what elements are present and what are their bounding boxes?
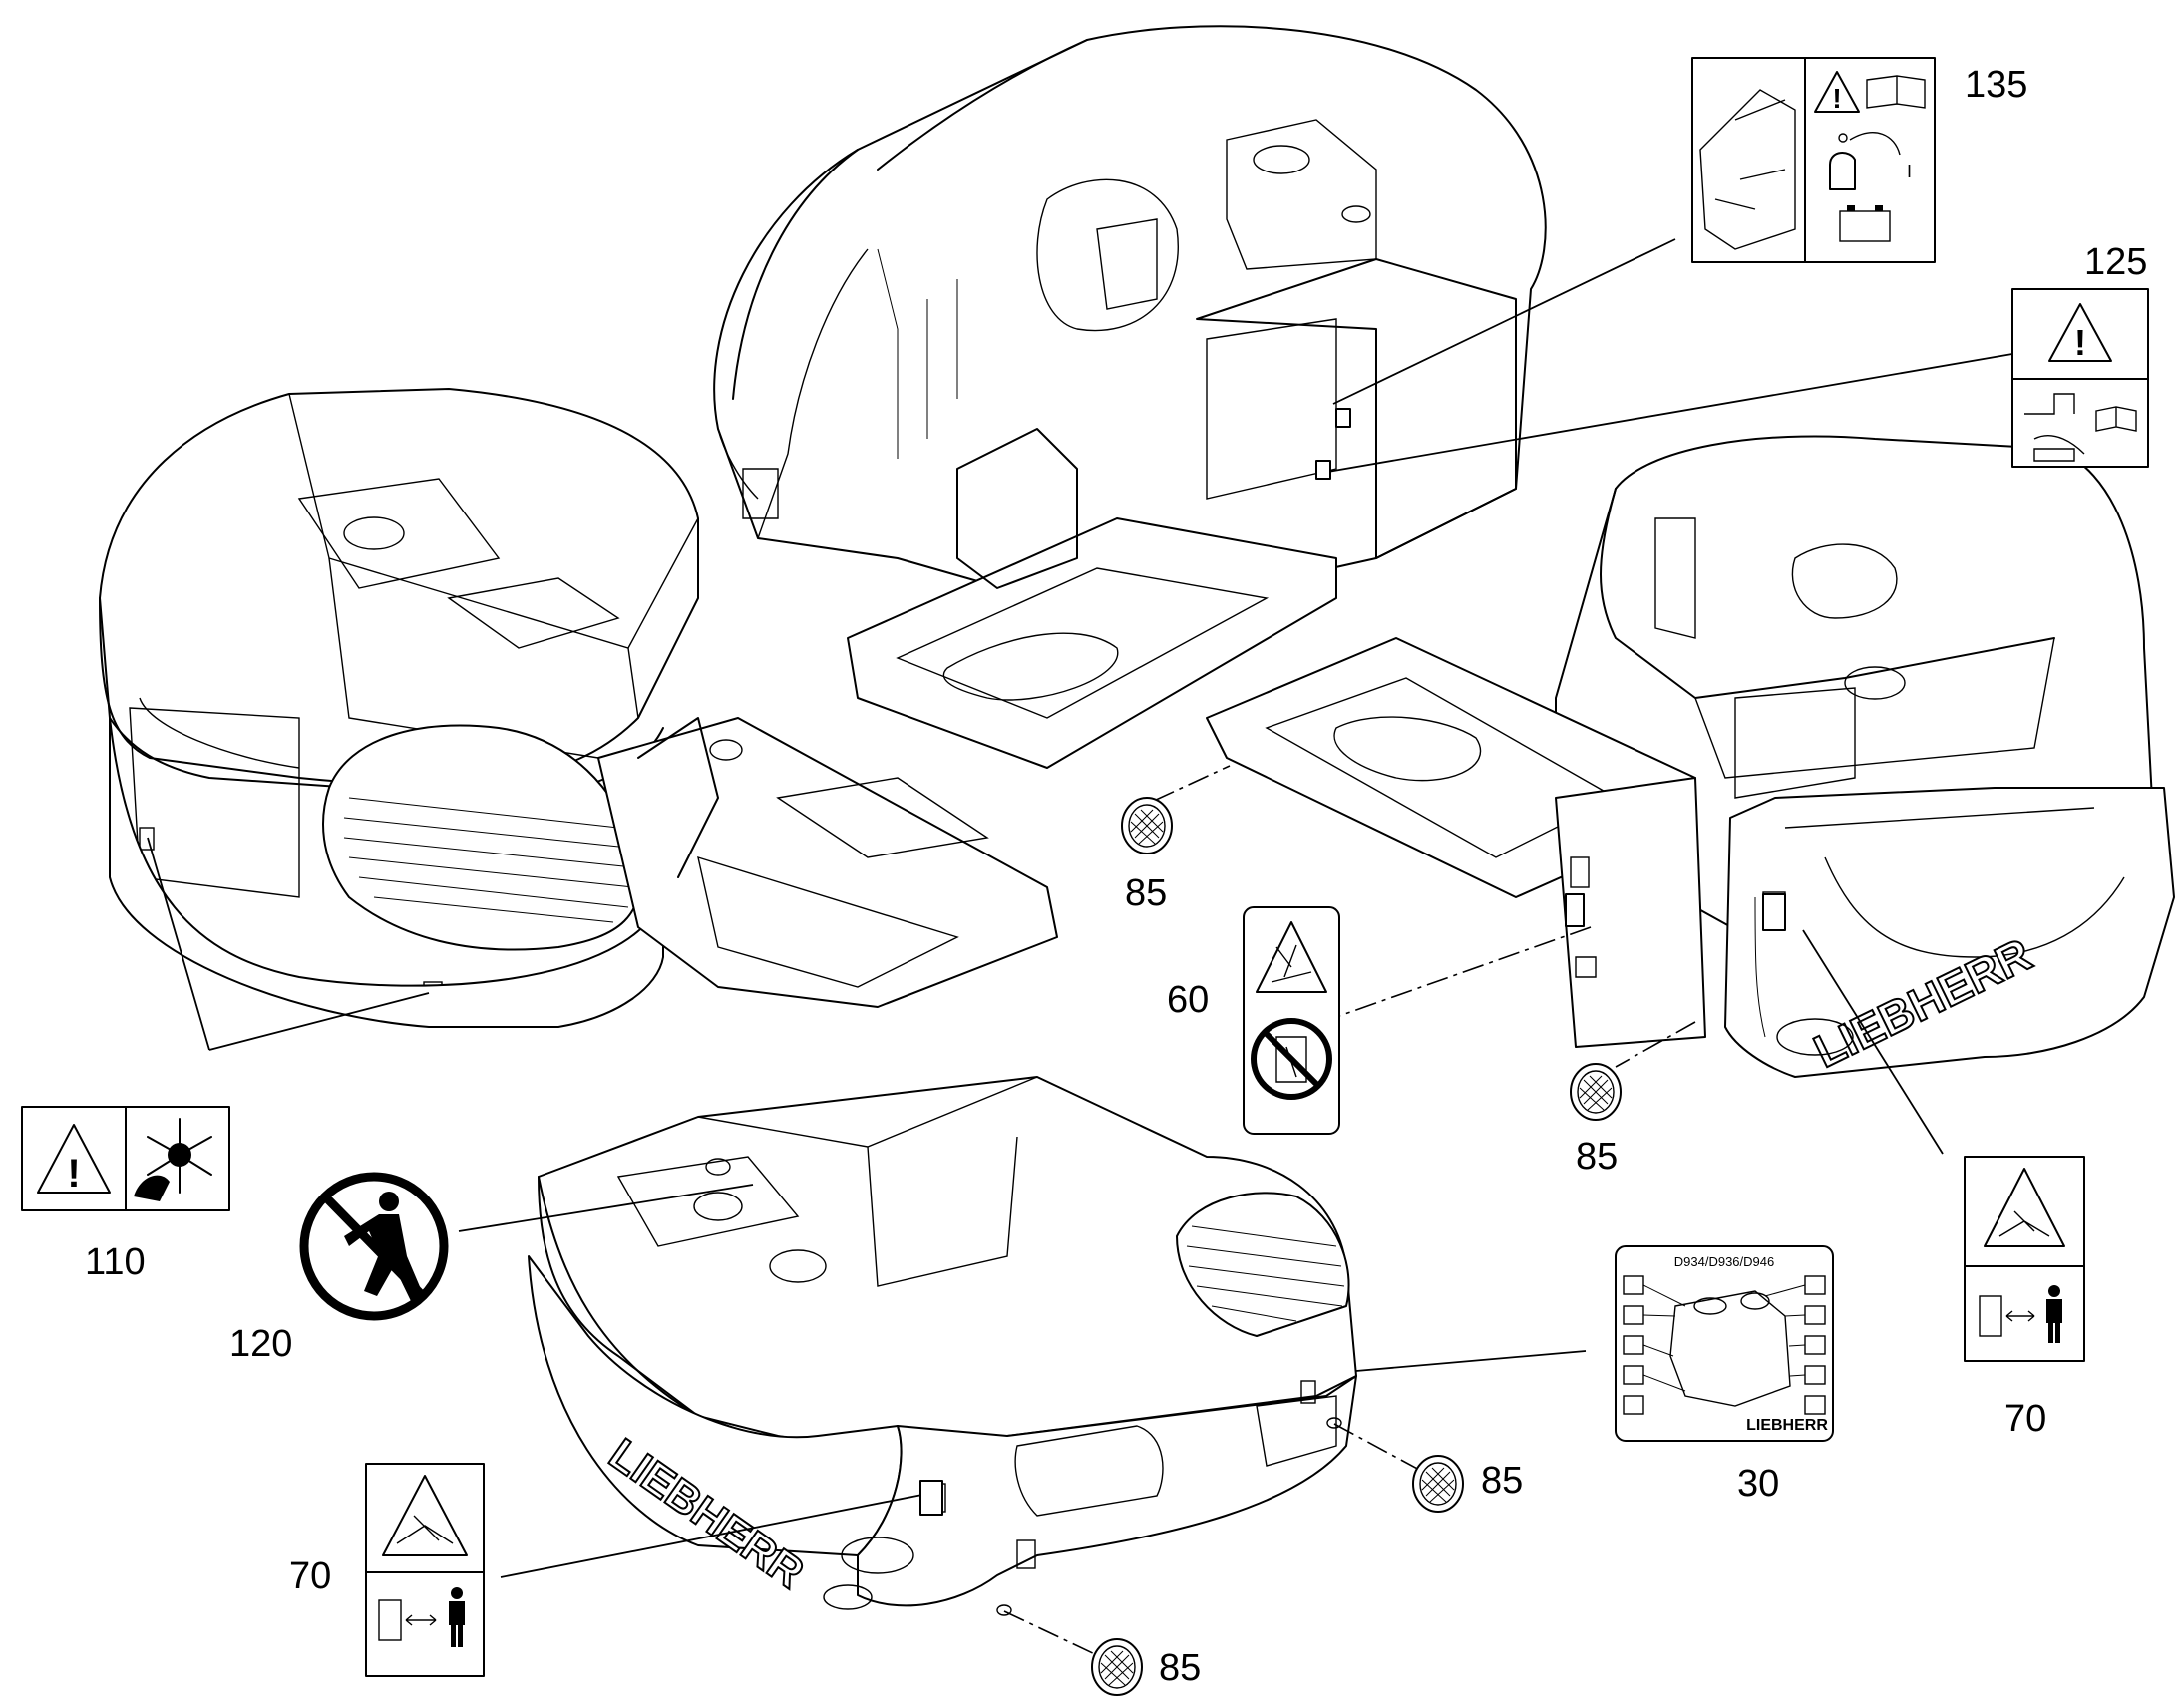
callout-70-right: 70 bbox=[2004, 1398, 2046, 1440]
leader-lines bbox=[147, 238, 2013, 1656]
cover-part-85 bbox=[1091, 797, 1622, 1696]
engine-maintenance-chart-icon bbox=[1623, 1275, 1826, 1415]
decal-60: 60 bbox=[1167, 906, 1340, 1135]
decal-30: D934/D936/D946 LIEBHERR 30 bbox=[1615, 1245, 1834, 1505]
warning-triangle-icon: ! bbox=[1814, 71, 1860, 114]
rotating-fan-icon bbox=[134, 1118, 212, 1201]
callout-110: 110 bbox=[85, 1241, 146, 1283]
machine-view-left bbox=[99, 388, 1058, 1028]
callout-135: 135 bbox=[1965, 64, 2027, 106]
callout-60: 60 bbox=[1167, 979, 1209, 1021]
no-pedestrian-icon bbox=[299, 1172, 449, 1321]
warning-triangle-icon: ! bbox=[37, 1124, 111, 1196]
engine-models: D934/D936/D946 bbox=[1674, 1254, 1774, 1269]
decal-120: 120 bbox=[229, 1172, 449, 1365]
callout-30: 30 bbox=[1737, 1463, 1779, 1505]
svg-text:!: ! bbox=[2074, 322, 2086, 363]
keep-distance-icon bbox=[378, 1587, 465, 1647]
battery-switch-icon: I bbox=[1829, 132, 1912, 190]
machine-view-right: LIEBHERR bbox=[1206, 435, 2175, 1079]
decal-spot-70-right bbox=[1762, 893, 1786, 931]
decal-spot-60 bbox=[1565, 893, 1585, 927]
svg-text:!: ! bbox=[1832, 83, 1841, 114]
decal-spot-125 bbox=[1315, 460, 1331, 480]
machine-view-top bbox=[713, 25, 1547, 769]
crush-hazard-icon bbox=[382, 1475, 468, 1556]
machine-icon bbox=[2024, 393, 2085, 462]
svg-text:I: I bbox=[1907, 162, 1912, 181]
keep-distance-icon bbox=[1979, 1285, 2062, 1343]
decal-spot-70-left bbox=[919, 1480, 943, 1516]
decal-110: ! 110 bbox=[21, 1106, 230, 1283]
callout-125: 125 bbox=[2084, 241, 2147, 283]
callout-70-left: 70 bbox=[289, 1555, 331, 1597]
decal-135: ! I 135 bbox=[1691, 57, 2027, 263]
callout-85-a: 85 bbox=[1125, 872, 1167, 914]
callout-85-c: 85 bbox=[1481, 1460, 1523, 1502]
crush-hazard-icon bbox=[1984, 1168, 2065, 1247]
decal-70-left: 70 bbox=[289, 1463, 485, 1677]
callout-85-d: 85 bbox=[1159, 1647, 1201, 1689]
warning-triangle-icon: ! bbox=[2048, 303, 2112, 363]
machine-view-bottom: LIEBHERR bbox=[528, 1076, 1357, 1616]
callout-120: 120 bbox=[229, 1323, 292, 1365]
manual-book-icon bbox=[1866, 75, 1926, 109]
svg-text:!: ! bbox=[67, 1152, 80, 1196]
decal-125: 125 ! bbox=[2011, 241, 2149, 468]
no-standing-icon bbox=[1251, 1018, 1332, 1100]
battery-icon bbox=[1839, 205, 1891, 242]
engine-decal-brand: LIEBHERR bbox=[1746, 1417, 1828, 1434]
decal-spot-135 bbox=[1335, 408, 1351, 428]
manual-book-icon bbox=[2095, 406, 2137, 432]
decal-70-right: 70 bbox=[1964, 1156, 2085, 1440]
falling-object-warning-icon bbox=[1256, 921, 1327, 993]
callout-85-b: 85 bbox=[1576, 1136, 1618, 1178]
